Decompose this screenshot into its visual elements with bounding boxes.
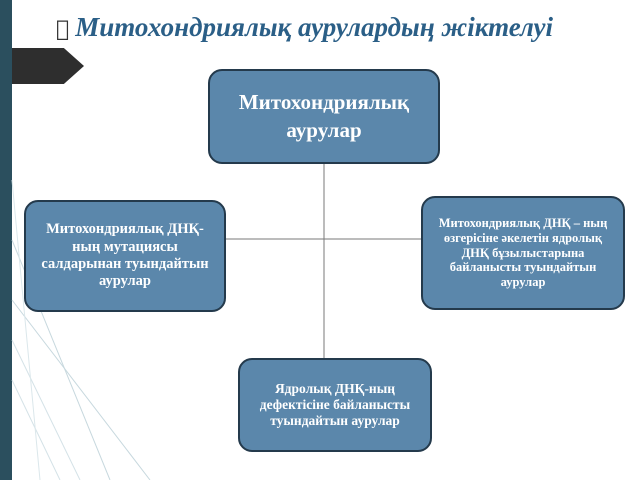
bullet-icon:  bbox=[56, 17, 69, 42]
left-node: Митохондриялық ДНҚ-ның мутациясы салдары… bbox=[24, 200, 226, 312]
slide-title: Митохондриялық аурулардың жіктелуі bbox=[56, 12, 553, 43]
root-node-label: Митохондриялық аурулар bbox=[238, 90, 410, 142]
bottom-node-label: Ядролық ДНҚ-ның дефектісіне байланысты т… bbox=[259, 380, 411, 429]
bottom-node: Ядролық ДНҚ-ның дефектісіне байланысты т… bbox=[238, 358, 432, 452]
root-node: Митохондриялық аурулар bbox=[208, 69, 440, 164]
left-accent-bar bbox=[0, 0, 12, 480]
right-node-label: Митохондриялық ДНҚ – ның өзгерісіне әкел… bbox=[438, 216, 608, 290]
slide-title-text: Митохондриялық аурулардың жіктелуі bbox=[62, 12, 553, 42]
left-node-label: Митохондриялық ДНҚ-ның мутациясы салдары… bbox=[41, 221, 209, 290]
right-node: Митохондриялық ДНҚ – ның өзгерісіне әкел… bbox=[421, 196, 625, 310]
